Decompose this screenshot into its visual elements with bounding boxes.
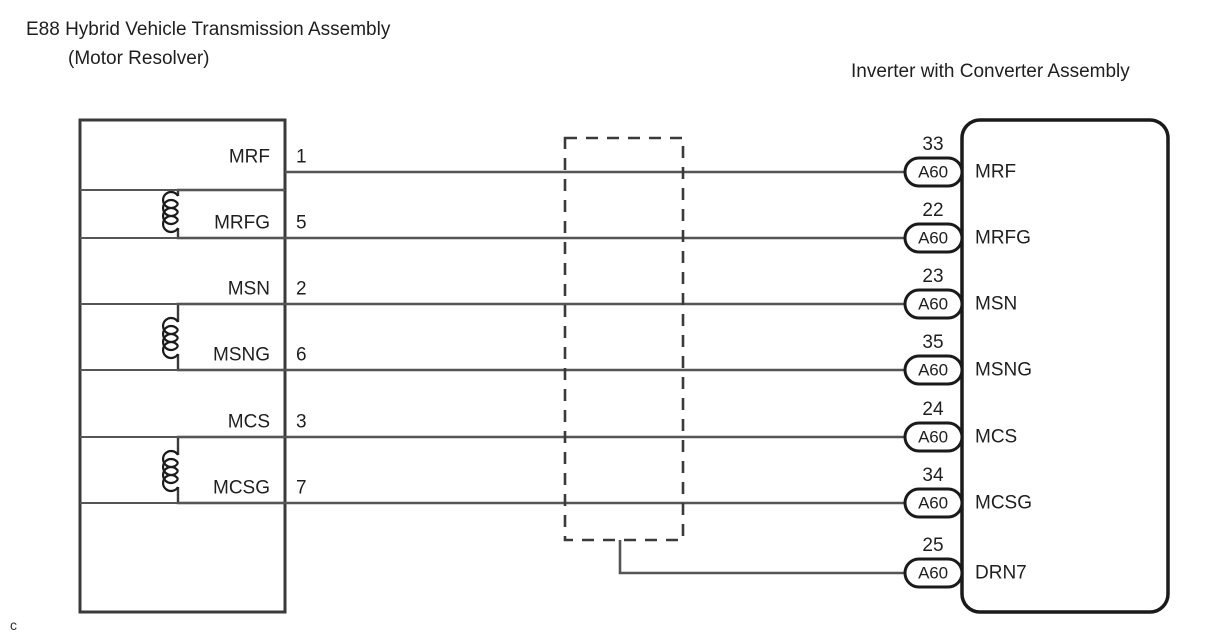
left-terminal-pin-mcsg: 7 [296,477,307,499]
right-terminal-label-mcsg: MCSG [975,492,1032,514]
winding-path-msn-msng [176,302,285,322]
left-terminal-pin-msng: 6 [296,344,307,366]
right-terminal-label-mcs: MCS [975,426,1018,448]
winding-path-mrf-mrfg [176,188,285,196]
right-terminal-pin-33: 33 [922,134,944,155]
left-connector-title-line1: E88 Hybrid Vehicle Transmission Assembly [26,19,391,40]
winding-path-mcs-mcsg [176,435,285,455]
page-corner-mark: c [10,617,17,633]
right-terminal-code-34: A60 [918,493,948,513]
left-terminal-label-mcsg: MCSG [213,477,270,499]
right-terminal-code-22: A60 [918,228,948,248]
right-terminal-pin-35: 35 [922,332,944,353]
left-terminal-pin-msn: 2 [296,278,307,300]
right-terminal-code-23: A60 [918,294,948,314]
right-terminal-code-35: A60 [918,360,948,380]
signal-wire-group [285,170,905,505]
right-terminal-label-mrfg: MRFG [975,227,1031,249]
left-terminal-label-mcs: MCS [227,411,270,433]
left-terminal-label-mrf: MRF [228,146,270,168]
shield-dashed-box [563,136,685,542]
right-terminal-label-mrf: MRF [975,161,1017,183]
right-terminal-pin-23: 23 [922,266,944,287]
right-terminal-code-25: A60 [918,563,948,583]
left-terminal-label-mrfg: MRFG [214,212,270,234]
left-terminal-label-msn: MSN [227,278,270,300]
shield-drain-wire [618,540,905,575]
right-connector-title: Inverter with Converter Assembly [851,61,1130,82]
right-terminal-pin-22: 22 [922,200,944,221]
right-terminal-pin-34: 34 [922,465,944,486]
right-terminal-pin-24: 24 [922,399,944,420]
right-terminal-pin-25: 25 [922,535,944,556]
right-terminal-label-msn: MSN [975,293,1018,315]
left-terminal-pin-mrfg: 5 [296,212,307,234]
right-terminal-label-msng: MSNG [975,359,1032,381]
right-terminal-code-24: A60 [918,427,948,447]
right-terminal-label-drn7: DRN7 [975,562,1027,584]
left-terminal-pin-mrf: 1 [296,146,307,168]
left-terminal-pin-mcs: 3 [296,411,307,433]
coil-symbol-group [161,190,179,493]
left-connector-title-line2: (Motor Resolver) [68,48,210,69]
left-connector-box [78,118,287,614]
left-terminal-label-msng: MSNG [213,344,270,366]
right-terminal-code-33: A60 [918,162,948,182]
